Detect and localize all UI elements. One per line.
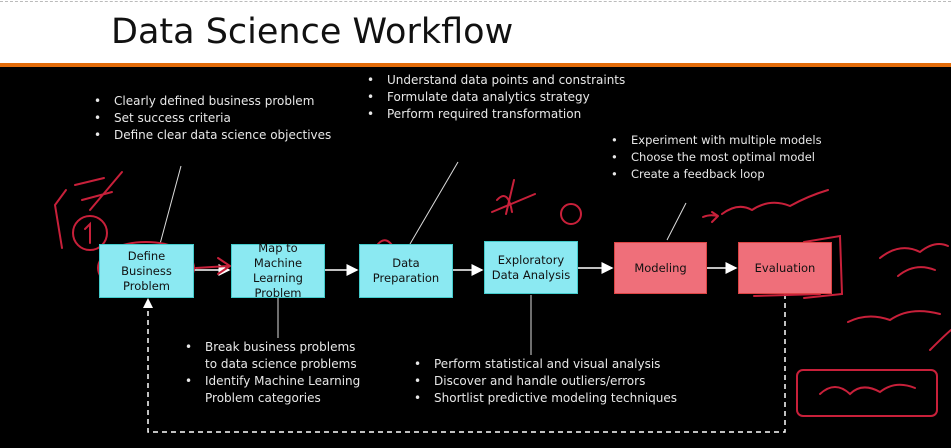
note-item: Perform required transformation xyxy=(367,106,625,123)
ink-bracket xyxy=(803,234,844,299)
step-label: Define Business Problem xyxy=(121,248,172,293)
note-item: Identify Machine Learning Problem catego… xyxy=(185,373,365,407)
step-data-preparation: Data Preparation xyxy=(359,244,453,298)
note-item: Break business problems to data science … xyxy=(185,339,365,373)
accent-bar xyxy=(0,63,951,67)
ink-word xyxy=(879,243,949,277)
step-evaluation: Evaluation xyxy=(738,242,832,294)
step-map-to-ml: Map to Machine Learning Problem xyxy=(231,241,325,300)
feedback-loop xyxy=(147,294,786,433)
note-item: Create a feedback loop xyxy=(611,166,822,183)
note-item: Experiment with multiple models xyxy=(611,132,822,149)
ink-strokes xyxy=(74,171,123,211)
ink-underline xyxy=(753,293,821,297)
step-modeling: Modeling xyxy=(614,242,707,294)
callout-line xyxy=(159,165,182,245)
ink-arrow xyxy=(702,211,719,223)
callout-line xyxy=(409,161,459,245)
note-item: Understand data points and constraints xyxy=(367,72,625,89)
step-define-business-problem: Define Business Problem xyxy=(99,244,194,298)
note-item: Perform statistical and visual analysis xyxy=(414,356,677,373)
data-preparation-notes: Understand data points and constraints F… xyxy=(367,72,625,123)
step-label: Evaluation xyxy=(754,260,816,275)
ink-numeral xyxy=(84,221,91,244)
slide-header: Data Science Workflow xyxy=(0,0,951,64)
step-exploratory-data-analysis: Exploratory Data Analysis xyxy=(484,241,578,294)
callout-line xyxy=(666,202,687,241)
note-item: Discover and handle outliers/errors xyxy=(414,373,677,390)
note-item: Shortlist predictive modeling techniques xyxy=(414,390,677,407)
step-label: Modeling xyxy=(634,260,687,275)
ink-mark xyxy=(491,179,536,215)
step-label: Map to Machine Learning Problem xyxy=(253,241,303,300)
ink-circle xyxy=(72,215,108,251)
step-label: Data Preparation xyxy=(372,256,440,285)
ink-box xyxy=(796,369,938,417)
header-dashed-border xyxy=(0,1,951,2)
note-item: Clearly defined business problem xyxy=(94,93,331,110)
map-to-ml-notes: Break business problems to data science … xyxy=(185,339,365,407)
feedback-arrowhead xyxy=(143,298,153,308)
ink-word xyxy=(819,383,916,396)
note-item: Define clear data science objectives xyxy=(94,127,331,144)
define-problem-notes: Clearly defined business problem Set suc… xyxy=(94,93,331,144)
ink-word xyxy=(847,310,941,323)
modeling-notes: Experiment with multiple models Choose t… xyxy=(611,132,822,183)
note-item: Set success criteria xyxy=(94,110,331,127)
ink-word xyxy=(721,189,829,215)
note-item: Choose the most optimal model xyxy=(611,149,822,166)
eda-notes: Perform statistical and visual analysis … xyxy=(414,356,677,407)
ink-arrow xyxy=(195,257,232,275)
step-label: Exploratory Data Analysis xyxy=(491,252,571,282)
note-item: Formulate data analytics strategy xyxy=(367,89,625,106)
ink-bracket xyxy=(53,189,67,249)
slide-title: Data Science Workflow xyxy=(111,12,514,52)
ink-stroke xyxy=(929,329,951,351)
ink-circle xyxy=(560,203,582,225)
